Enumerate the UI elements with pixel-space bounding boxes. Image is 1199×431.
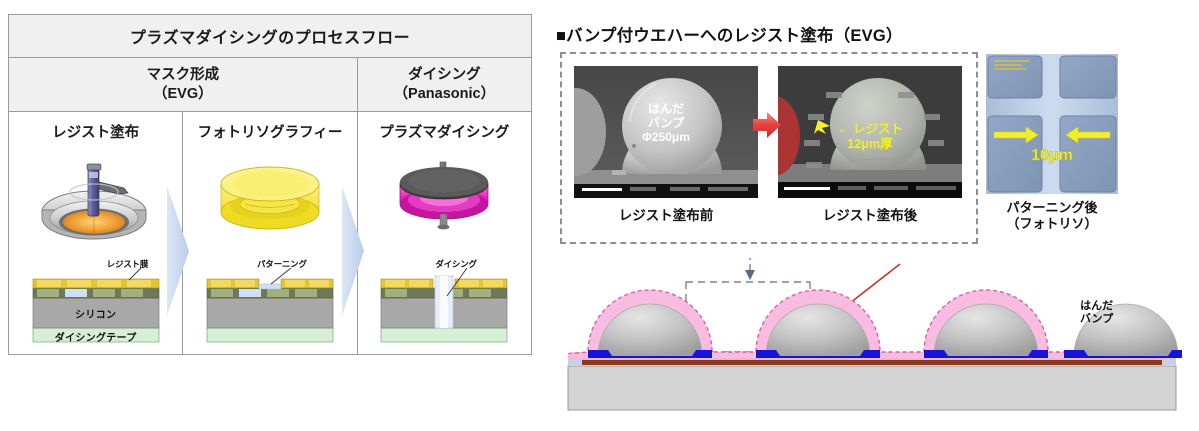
sem-caption-after: レジスト塗布後 — [822, 208, 918, 223]
table-group-header-row: マスク形成 （EVG） ダイシング （Panasonic） — [8, 56, 533, 113]
step-header-plasma-dicing: プラズマダイシング — [356, 111, 533, 147]
sem-caption-before: レジスト塗布前 — [618, 208, 714, 223]
step-cell-resist-coat: レジスト膜 シリコン ダイシングテープ — [7, 146, 190, 356]
bump-label-line1: はんだ — [1080, 300, 1114, 312]
micrograph-caption-line1: パターニング後 — [1006, 200, 1098, 215]
micrograph-group: 10μm パターニング後 （フォトリソ） — [986, 52, 1118, 244]
sem-before-overlay: はんだ バンプ Φ250μm — [574, 102, 758, 144]
step1-wafer-stack-icon — [32, 267, 160, 343]
step3-equipment-art — [358, 148, 531, 253]
step1-tape-label: ダイシングテープ — [54, 333, 137, 345]
step3-callout-label: ダイシング — [435, 259, 477, 270]
step1-cross-section: レジスト膜 シリコン ダイシングテープ — [21, 259, 171, 346]
step1-silicon-label: シリコン — [75, 310, 117, 322]
step1-equipment-art — [9, 148, 182, 253]
step-cell-photolithography: パターニング — [182, 146, 364, 356]
step-header-photolithography: フォトリソグラフィー — [182, 111, 358, 147]
wafer-cross-section: はんだ バンプ — [552, 244, 1192, 418]
step3-cross-section: ダイシング — [369, 259, 519, 346]
step2-cross-section: パターニング — [195, 259, 345, 346]
group-header-mask-line1: マスク形成 — [146, 67, 220, 83]
group-header-dicing-line2: （Panasonic） — [393, 85, 496, 102]
sem-photo-after: ← レジスト 12μm厚 — [778, 66, 962, 198]
step-header-resist-coat: レジスト塗布 — [7, 111, 184, 147]
micrograph-image: 10μm — [986, 54, 1118, 194]
table-body-row: レジスト膜 シリコン ダイシングテープ — [7, 146, 533, 356]
process-flow-table: プラズマダイシングのプロセスフロー マスク形成 （EVG） ダイシング （Pan… — [7, 14, 533, 356]
spin-coater-icon — [41, 163, 147, 240]
page-title-text: バンプ付ウエハーへのレジスト塗布（EVG） — [566, 27, 903, 45]
sem-after-line1: ← レジスト — [837, 122, 903, 136]
sem-after-overlay: ← レジスト 12μm厚 — [778, 122, 962, 152]
step1-callout-label: レジスト膜 — [106, 259, 149, 270]
micrograph-caption: パターニング後 （フォトリソ） — [970, 200, 1134, 233]
wafer-cross-section-icon — [567, 244, 1182, 411]
step2-callout-label: パターニング — [256, 259, 307, 270]
group-header-mask-line2: （EVG） — [153, 85, 213, 102]
page-title: ■バンプ付ウエハーへのレジスト塗布（EVG） — [556, 22, 903, 46]
red-arrow-icon — [753, 112, 781, 138]
bullet-icon: ■ — [556, 27, 567, 45]
process-flow-title: プラズマダイシングのプロセスフロー — [8, 14, 532, 58]
sem-before-line2: バンプ — [647, 116, 685, 131]
plasma-dicer-icon — [399, 161, 489, 230]
sem-after-line2: 12μm厚 — [847, 136, 893, 151]
svg-text:10μm: 10μm — [1031, 147, 1073, 164]
sem-before-line1: はんだ — [647, 102, 684, 116]
group-header-dicing: ダイシング （Panasonic） — [356, 56, 533, 113]
step2-wafer-stack-icon — [206, 267, 334, 343]
micrograph-caption-line2: （フォトリソ） — [1006, 216, 1098, 232]
table-title-row: プラズマダイシングのプロセスフロー — [8, 14, 532, 58]
sem-photo-group: はんだ バンプ Φ250μm — [560, 52, 978, 244]
bump-label: はんだ バンプ — [1080, 300, 1113, 327]
group-header-dicing-line1: ダイシング — [408, 67, 481, 83]
step2-equipment-art — [183, 148, 356, 253]
step3-wafer-stack-icon — [380, 267, 508, 343]
bump-label-line2: バンプ — [1080, 313, 1114, 326]
sem-photo-before: はんだ バンプ Φ250μm — [574, 66, 758, 198]
group-header-mask: マスク形成 （EVG） — [8, 56, 358, 113]
sem-before-line3: Φ250μm — [642, 130, 690, 145]
resist-coating-panel: ■バンプ付ウエハーへのレジスト塗布（EVG） — [552, 8, 1192, 426]
step-cell-plasma-dicing: ダイシング — [356, 146, 533, 356]
process-flow-panel: プラズマダイシングのプロセスフロー マスク形成 （EVG） ダイシング （Pan… — [7, 14, 533, 416]
lithography-tool-icon — [220, 166, 320, 230]
table-step-header-row: レジスト塗布 フォトリソグラフィー プラズマダイシング — [7, 111, 533, 147]
